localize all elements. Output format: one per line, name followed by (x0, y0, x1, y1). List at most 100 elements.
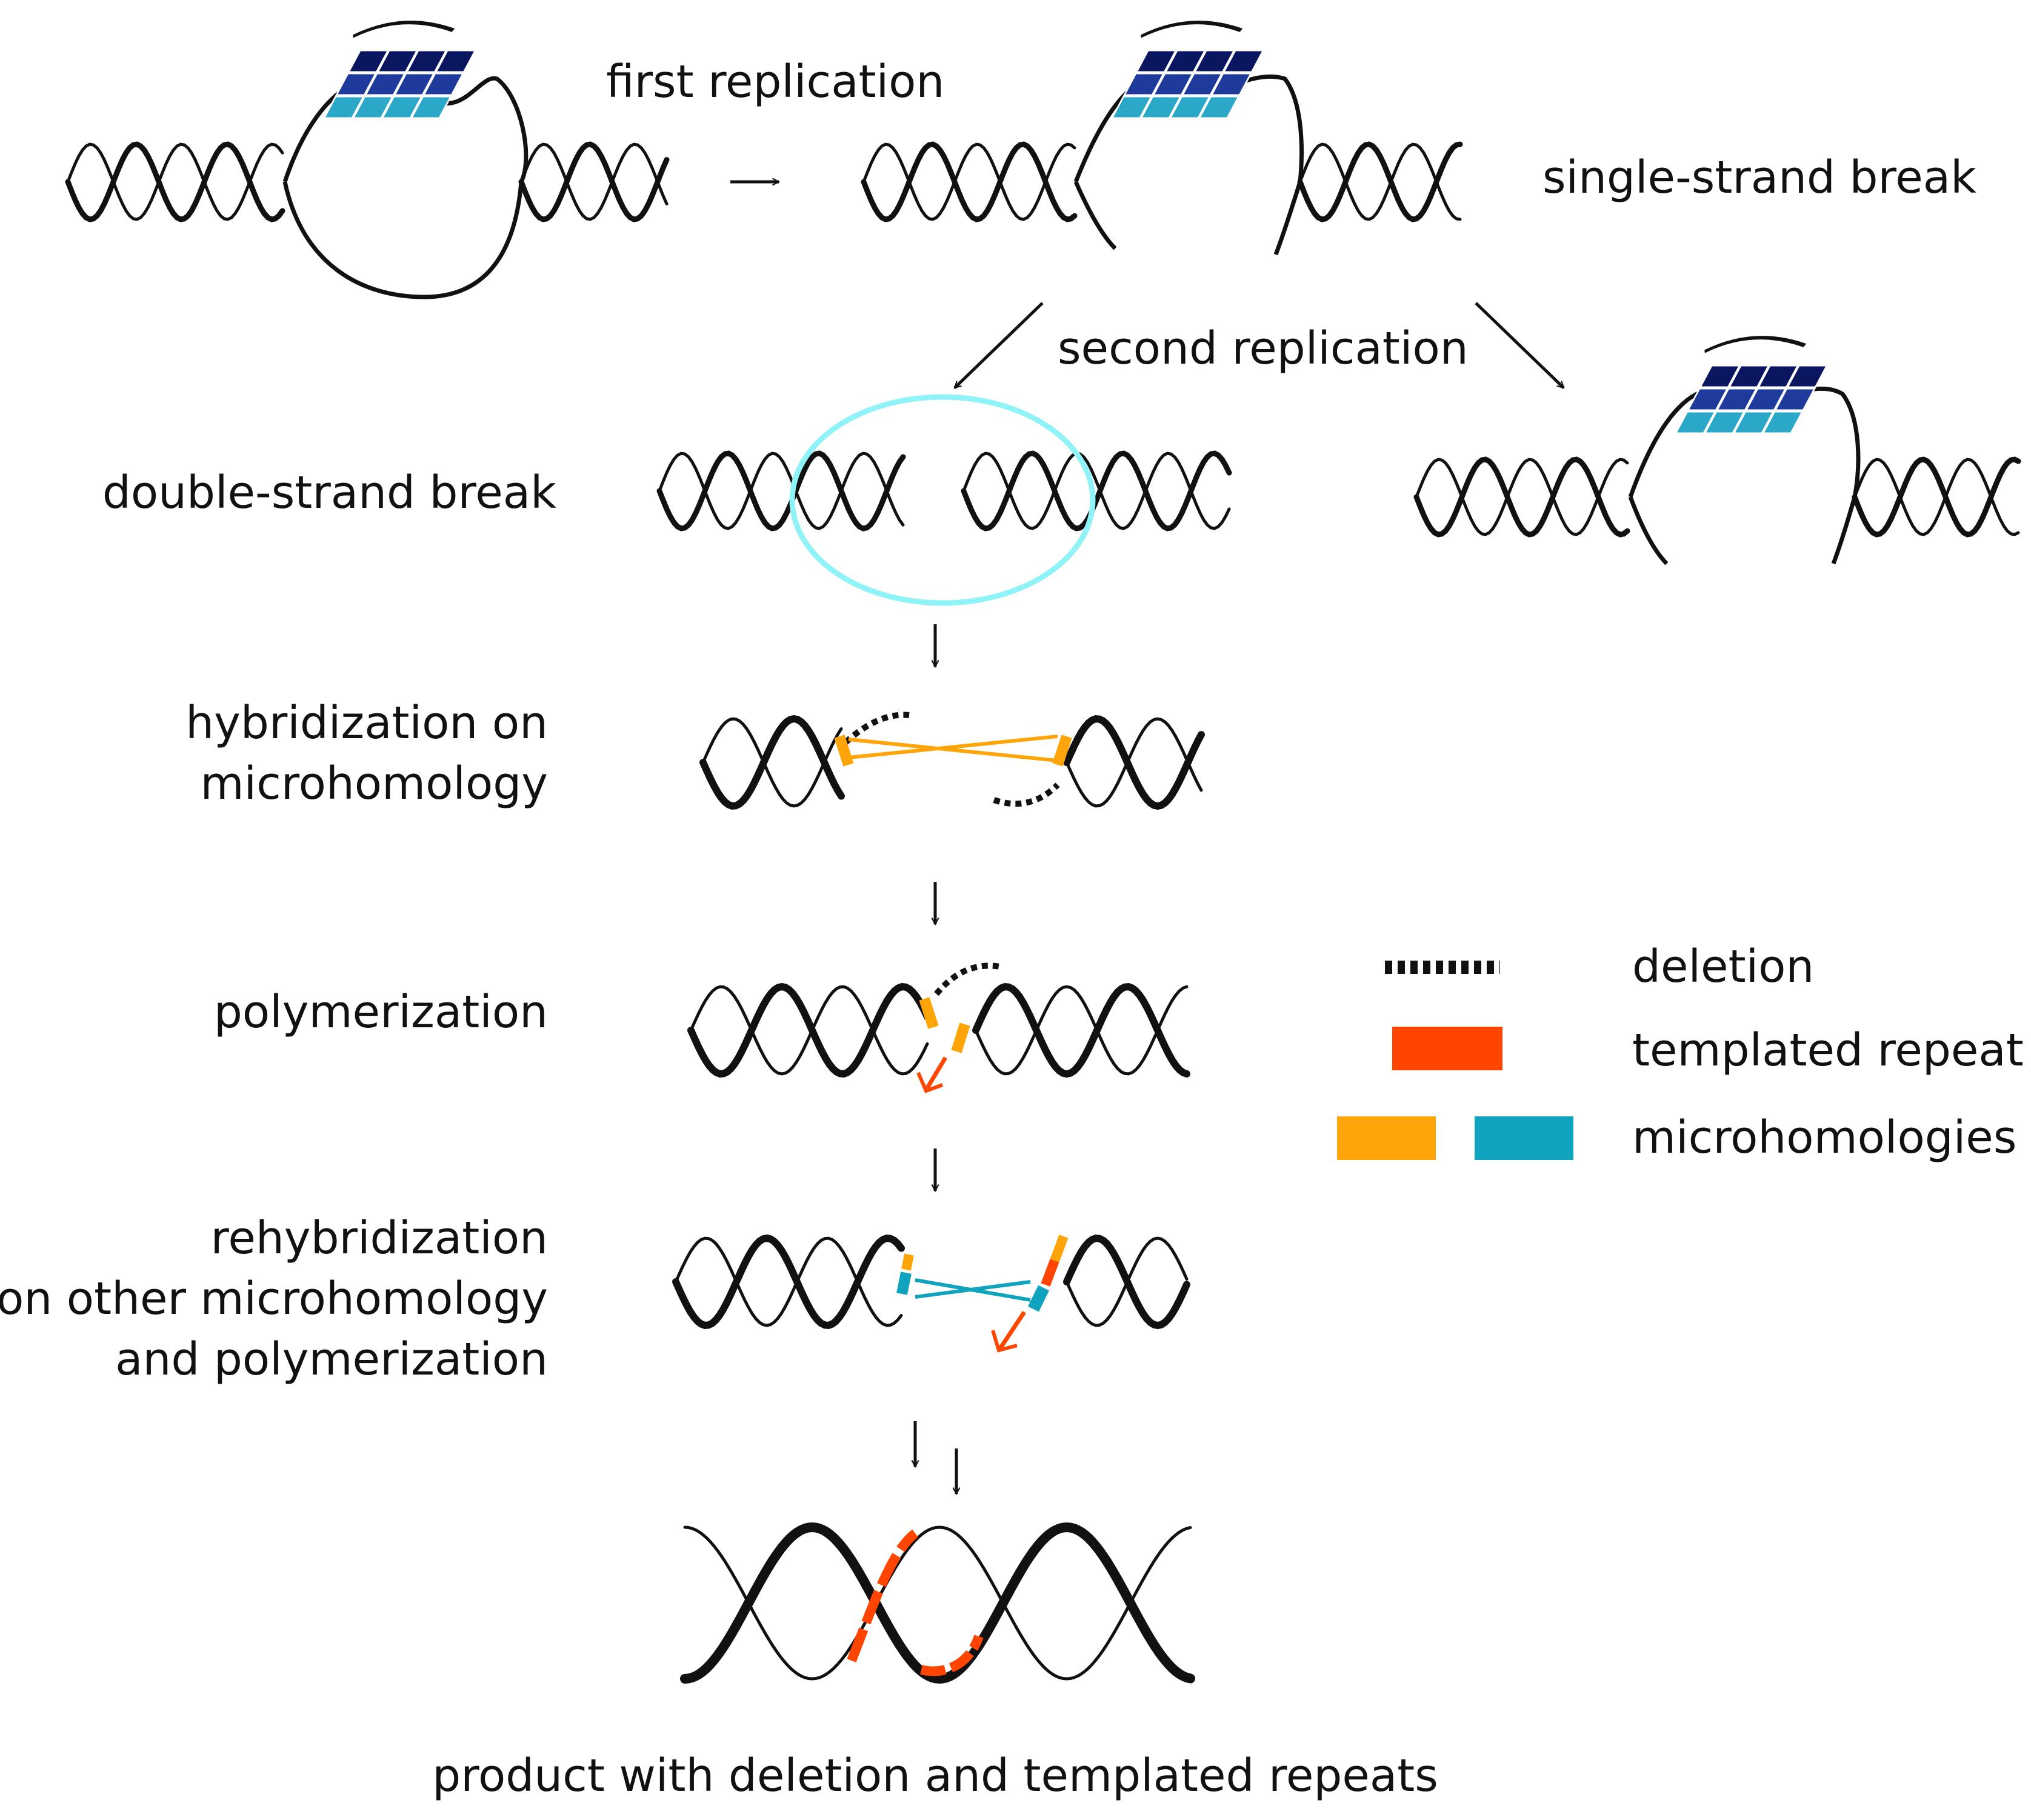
quadruplex-tile (1703, 410, 1746, 435)
quadruplex-tile (1193, 49, 1236, 73)
quadruplex-tile (376, 49, 419, 73)
dna-strand (1415, 458, 1629, 536)
helix-dsb-left (656, 450, 906, 532)
legend: deletion templated repeat microhomologie… (1337, 941, 2024, 1164)
helix-dsb-right (961, 450, 1232, 532)
quadruplex-loop (1704, 336, 1807, 353)
templated-repeat-segment (847, 1529, 919, 1662)
quadruplex-tile (405, 49, 448, 73)
templated-repeat (1041, 1259, 1059, 1287)
quadruplex-tile (381, 95, 424, 119)
quadruplex-tile (422, 72, 465, 96)
dna-strand (972, 983, 1190, 1078)
quadruplex-tile (1756, 364, 1799, 388)
microhomology-teal (1028, 1285, 1049, 1312)
broken-strand-end (1073, 181, 1117, 250)
dna-strand (65, 141, 285, 222)
quadruplex-tile (352, 95, 395, 119)
dna-strand (672, 1234, 905, 1329)
quadruplex-tile (1164, 49, 1207, 73)
microhomology-orange (951, 1022, 970, 1053)
quadruplex-tile (1169, 95, 1212, 119)
dna-strand (699, 715, 845, 810)
quadruplex-tile (1152, 72, 1195, 96)
label-double-strand-break: double-strand break (102, 467, 556, 519)
dna-strand (1297, 141, 1463, 222)
product-helix (680, 1522, 1195, 1684)
quadruplex-2 (1110, 21, 1265, 119)
quadruplex-tile (1732, 410, 1775, 435)
quadruplex-1 (322, 21, 477, 119)
deletion-overhang (934, 962, 1001, 996)
quadruplex-3 (1674, 336, 1829, 435)
helix-poly-left (687, 982, 931, 1078)
dna-strand (683, 1525, 1192, 1681)
quadruplex-tile (1773, 387, 1816, 412)
quadruplex-loop (1141, 21, 1243, 38)
microhomology-orange (919, 997, 939, 1029)
quadruplex-loop (353, 21, 455, 38)
dna-strand (656, 450, 906, 532)
helix-left-1b (518, 141, 670, 222)
label-single-strand-break: single-strand break (1542, 152, 1976, 204)
ssdna-loop-top (282, 75, 529, 183)
helix-right-1b (1297, 141, 1463, 222)
dna-strand (1063, 715, 1205, 810)
dna-strand (974, 985, 1189, 1076)
quadruplex-tile (1135, 49, 1178, 73)
legend-microhomology-teal-swatch (1475, 1116, 1573, 1160)
quadruplex-tile (1727, 364, 1770, 388)
hybridization-line (848, 735, 1058, 759)
dna-strand (861, 141, 1078, 222)
label-polymerization: polymerization (214, 986, 548, 1038)
dna-strand (961, 450, 1232, 532)
helix-rehyb-left (672, 1234, 905, 1329)
ssdna-loop-bottom (282, 181, 524, 299)
dna-strand (518, 141, 670, 222)
polymerization-arrowhead (916, 1072, 944, 1093)
arrow-second-replication-right (1475, 302, 1565, 389)
legend-microhomology-orange-swatch (1337, 1116, 1436, 1160)
quadruplex-tile (1139, 95, 1182, 119)
quadruplex-tile (1210, 72, 1253, 96)
quadruplex-tile (1181, 72, 1224, 96)
label-second-replication: second replication (1058, 322, 1469, 375)
quadruplex-tile (1686, 387, 1729, 412)
helix-hyb-left (699, 715, 845, 810)
dna-strand (1065, 717, 1203, 808)
helix-left-1a (65, 141, 285, 222)
quadruplex-tile (1674, 410, 1717, 435)
dna-strand (519, 142, 669, 221)
dna-strand (689, 985, 929, 1076)
broken-strand-end (1831, 496, 1857, 565)
arrow-second-replication-left (953, 302, 1044, 389)
dna-strand (674, 1236, 903, 1327)
deletion-overhang (993, 782, 1060, 807)
microhomology-orange (1052, 735, 1072, 767)
legend-deletion-label: deletion (1632, 941, 1814, 993)
label-hybridization-line1: hybridization on (185, 697, 548, 749)
hybridization-line (915, 1280, 1031, 1299)
dna-strand (1065, 1236, 1189, 1327)
quadruplex-tile (335, 72, 378, 96)
quadruplex-tile (1786, 364, 1829, 388)
quadruplex-tile (1744, 387, 1787, 412)
broken-strand-end (1628, 496, 1669, 565)
quadruplex-tile (1761, 410, 1804, 435)
dna-strand (658, 452, 905, 530)
quadruplex-tile (347, 49, 390, 73)
legend-microhomologies-label: microhomologies (1632, 1112, 2016, 1164)
microhomology-orange (834, 735, 854, 767)
helix-row2-right-b (1852, 456, 2021, 538)
helix-right-1a (861, 141, 1078, 222)
label-hybridization-line2: microhomology (200, 758, 548, 810)
dna-strand (1852, 456, 2021, 538)
dna-strand (862, 142, 1076, 221)
microhomology-orange (901, 1253, 914, 1271)
dna-strand (687, 982, 931, 1078)
helix-hyb-right (1063, 715, 1205, 810)
dna-strand (962, 452, 1231, 530)
dna-strand (66, 142, 284, 221)
label-first-replication: first replication (606, 56, 944, 108)
dna-strand (701, 717, 843, 808)
